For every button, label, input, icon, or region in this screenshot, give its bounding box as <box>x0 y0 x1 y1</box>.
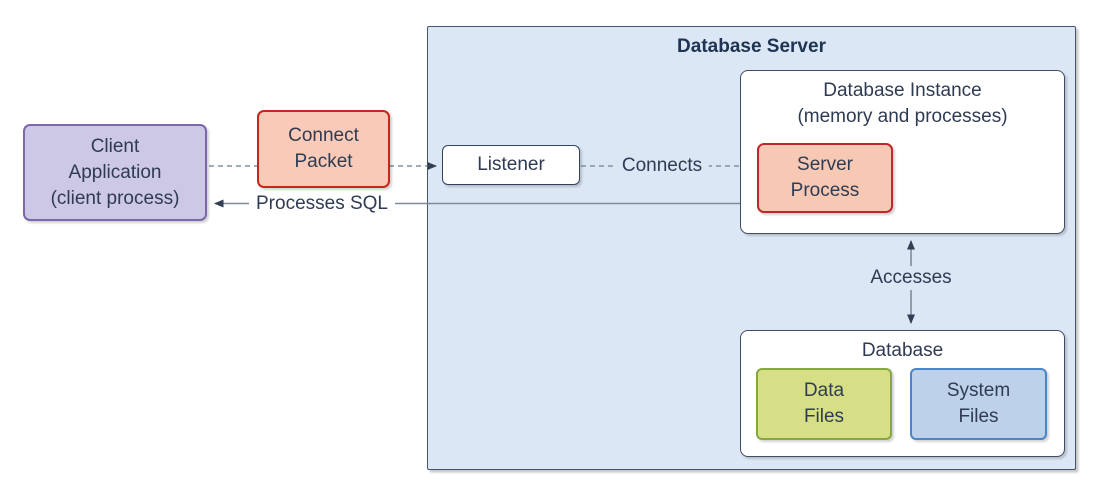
accesses-edge-label: Accesses <box>863 266 959 290</box>
processes-sql-edge-label: Processes SQL <box>249 192 395 216</box>
client-application-label-line2: Application <box>68 161 162 183</box>
server-process-label-line1: Server <box>797 154 853 175</box>
connects-edge-label: Connects <box>614 154 710 178</box>
system-files-node: System Files <box>910 368 1047 440</box>
server-process-label-line2: Process <box>790 180 860 201</box>
server-process-node: Server Process <box>757 143 893 213</box>
system-files-label-line2: Files <box>958 406 999 427</box>
database-title: Database <box>861 340 944 361</box>
system-files-label-line1: System <box>946 380 1011 401</box>
connect-packet-label-line1: Connect <box>288 125 359 146</box>
client-application-label-line3: (client process) <box>50 187 180 209</box>
data-files-label-line1: Data <box>803 380 845 401</box>
listener-node: Listener <box>442 145 580 185</box>
listener-label: Listener <box>477 154 545 175</box>
database-instance-title-line2: (memory and processes) <box>797 106 1008 127</box>
connect-packet-label-line2: Packet <box>294 151 353 172</box>
data-files-label-line2: Files <box>803 406 845 427</box>
database-instance-title-line1: Database Instance <box>823 80 982 101</box>
database-server-title: Database Server <box>677 36 826 57</box>
connect-packet-node: Connect Packet <box>257 110 390 188</box>
data-files-node: Data Files <box>756 368 892 440</box>
client-application-label-line1: Client <box>90 135 140 157</box>
client-application-node: Client Application (client process) <box>23 124 207 221</box>
